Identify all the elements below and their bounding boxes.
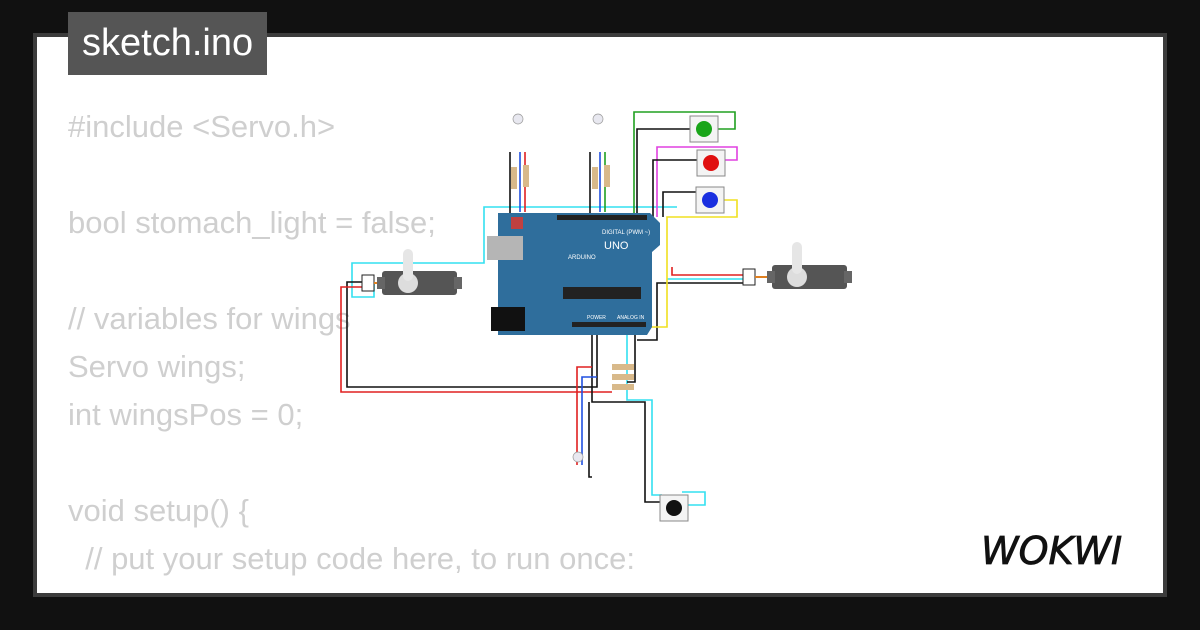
pushbutton-red[interactable] [696, 149, 726, 177]
preview-panel: #include <Servo.h> bool stomach_light = f… [37, 37, 1163, 593]
board-label-digital: DIGITAL (PWM ~) [602, 230, 650, 236]
resistors-bottom [612, 364, 634, 390]
code-line: // variables for wings [68, 301, 351, 336]
pushbutton-black[interactable] [659, 494, 689, 522]
svg-text:WOKWI: WOKWI [981, 529, 1122, 573]
code-line: int wingsPos = 0; [68, 397, 304, 432]
code-line: Serial.begin(115200); [68, 583, 635, 593]
code-line: // put your setup code here, to run once… [68, 541, 635, 576]
board-label-power: POWER [587, 315, 606, 321]
code-line: bool stomach_light = false; [68, 205, 436, 240]
arduino-board: DIGITAL (PWM ~) UNO ARDUINO ANALOG IN PO… [487, 213, 660, 335]
resistors-top [511, 165, 610, 189]
circuit-diagram: DIGITAL (PWM ~) UNO ARDUINO ANALOG IN PO… [340, 111, 852, 522]
code-line: #include <Servo.h> [68, 109, 336, 144]
leds [512, 113, 604, 463]
pushbutton-blue[interactable] [695, 186, 725, 214]
code-line: Servo wings; [68, 349, 246, 384]
code-background: #include <Servo.h> bool stomach_light = f… [68, 103, 635, 593]
code-line: void setup() { [68, 493, 249, 528]
servo-left [361, 249, 462, 295]
board-label-analog: ANALOG IN [617, 315, 645, 321]
file-tab[interactable]: sketch.ino [68, 12, 268, 75]
pushbutton-green[interactable] [689, 115, 719, 143]
board-label-arduino: ARDUINO [568, 255, 596, 261]
board-label-uno: UNO [604, 240, 629, 252]
wokwi-logo: WOKWI [981, 529, 1123, 574]
servo-right [742, 242, 852, 289]
